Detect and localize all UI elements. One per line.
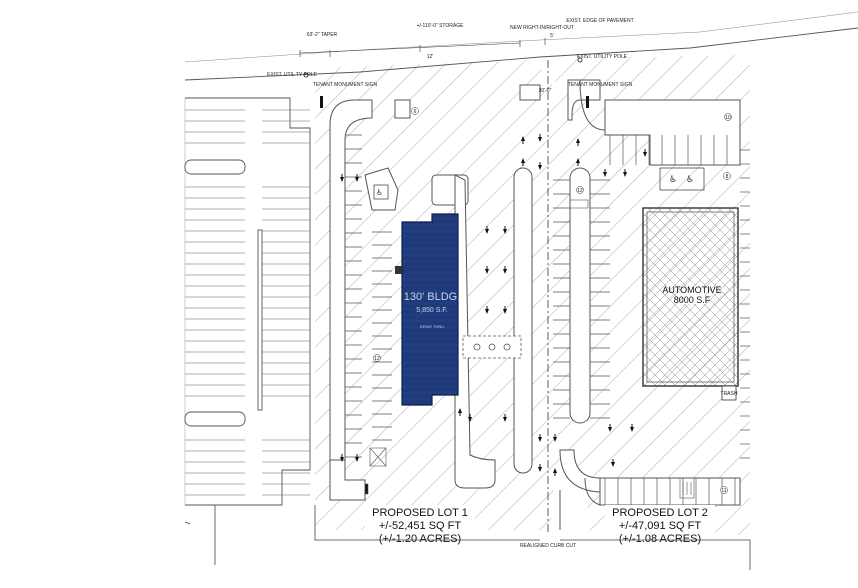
arrow-down-icon	[630, 424, 634, 432]
lot1-trash-pad	[364, 199, 589, 495]
arrow-down-icon	[485, 306, 489, 314]
edge-pavement-label: EXIST. EDGE OF PAVEMENT	[566, 18, 633, 24]
lot1-curbs	[329, 84, 541, 501]
svg-text:8: 8	[726, 174, 729, 180]
lot2-acres: (+/-1.08 ACRES)	[619, 533, 701, 545]
arrow-up-icon	[521, 158, 525, 166]
building-2-title: AUTOMOTIVE	[662, 285, 721, 295]
svg-text:11: 11	[721, 488, 726, 494]
arrow-down-icon	[340, 174, 344, 182]
arrow-up-icon	[576, 138, 580, 146]
new-rirо-label: NEW RIGHT-IN/RIGHT-OUT	[510, 25, 574, 31]
arrow-down-icon	[538, 134, 542, 142]
arrow-down-icon	[340, 454, 344, 462]
trash-enclosure: TRASH	[721, 385, 738, 401]
trash-label: TRASH	[721, 391, 738, 397]
lot2-curbs	[559, 79, 741, 530]
arrow-down-icon	[355, 454, 359, 462]
drive-width-dim: 30'-0"	[539, 88, 552, 94]
building-1-note: DRIVE THRU	[420, 324, 444, 329]
arrow-down-icon	[485, 266, 489, 274]
svg-text:12: 12	[577, 188, 583, 194]
arrow-up-icon	[576, 158, 580, 166]
tenant-sign-right: TENANT MONUMENT SIGN	[568, 82, 633, 88]
drive-thru-canopy	[462, 335, 522, 359]
parking-stalls	[345, 134, 750, 505]
arrow-down-icon	[355, 174, 359, 182]
arrow-up-icon	[521, 136, 525, 144]
lot1-acres: (+/-1.20 ACRES)	[379, 533, 461, 545]
r-dim: 5'	[550, 33, 554, 39]
arrow-down-icon	[503, 306, 507, 314]
svg-text:6: 6	[414, 109, 417, 115]
arrow-down-icon	[623, 169, 627, 177]
bottom-lines	[184, 505, 751, 570]
road-edge	[184, 11, 858, 81]
svg-text:12: 12	[374, 356, 380, 362]
neighbor-islands	[184, 159, 263, 427]
arrow-down-icon	[643, 149, 647, 157]
arrow-down-icon	[608, 424, 612, 432]
svg-text:♿: ♿	[669, 175, 677, 185]
arrow-down-icon	[553, 434, 557, 442]
small-dim: 12'	[427, 54, 434, 60]
lot1-name: PROPOSED LOT 1	[372, 507, 468, 519]
lot1-label: PROPOSED LOT 1 +/-52,451 SQ FT (+/-1.20 …	[365, 505, 475, 545]
storage-dim: +/-110'-0" STORAGE	[417, 23, 465, 29]
arrow-down-icon	[538, 464, 542, 472]
bike-rack	[679, 477, 695, 499]
svg-text:10: 10	[725, 115, 731, 121]
arrow-down-icon	[468, 414, 472, 422]
util-pole-left: EXIST. UTIL TY POLE	[267, 72, 317, 78]
util-pole-right: EXIST. UTILITY POLE	[577, 54, 628, 60]
arrow-down-icon	[485, 226, 489, 234]
accessible-stalls: ♿ ♿ ♿	[373, 167, 705, 200]
lot1-area: +/-52,451 SQ FT	[379, 520, 462, 532]
building-1: 130' BLDG. 5,850 S.F. DRIVE THRU	[395, 213, 461, 406]
svg-text:♿: ♿	[686, 175, 694, 185]
arrow-up-icon	[458, 408, 462, 416]
arrow-down-icon	[538, 162, 542, 170]
building-1-title: 130' BLDG.	[404, 291, 461, 303]
building-2-area: 8000 S.F	[674, 295, 711, 305]
monument-signs	[303, 57, 589, 108]
arrow-up-icon	[553, 468, 557, 476]
neighbor-parking-stripes	[185, 109, 310, 496]
building-1-area: 5,850 S.F.	[416, 307, 448, 314]
lot2-label: PROPOSED LOT 2 +/-47,091 SQ FT (+/-1.08 …	[605, 505, 715, 545]
space-count-callouts: 6 12 10 8 11 12	[373, 107, 732, 494]
svg-text:♿: ♿	[376, 188, 383, 197]
arrow-down-icon	[503, 414, 507, 422]
callout-labels: 63'-2" TAPER +/-110'-0" STORAGE 12' NEW …	[267, 18, 633, 549]
tenant-sign-left: TENANT MONUMENT SIGN	[313, 82, 378, 88]
arrow-down-icon	[503, 226, 507, 234]
arrow-down-icon	[603, 169, 607, 177]
arrow-down-icon	[611, 459, 615, 467]
taper-dim: 63'-2" TAPER	[307, 32, 338, 38]
building-2: AUTOMOTIVE 8000 S.F	[642, 207, 739, 387]
curb-cut-label: REALIGNED CURB CUT	[520, 543, 576, 549]
lot2-area: +/-47,091 SQ FT	[619, 520, 702, 532]
lot2-name: PROPOSED LOT 2	[612, 507, 708, 519]
arrow-down-icon	[503, 266, 507, 274]
arrow-down-icon	[538, 434, 542, 442]
traffic-arrows	[340, 134, 647, 476]
